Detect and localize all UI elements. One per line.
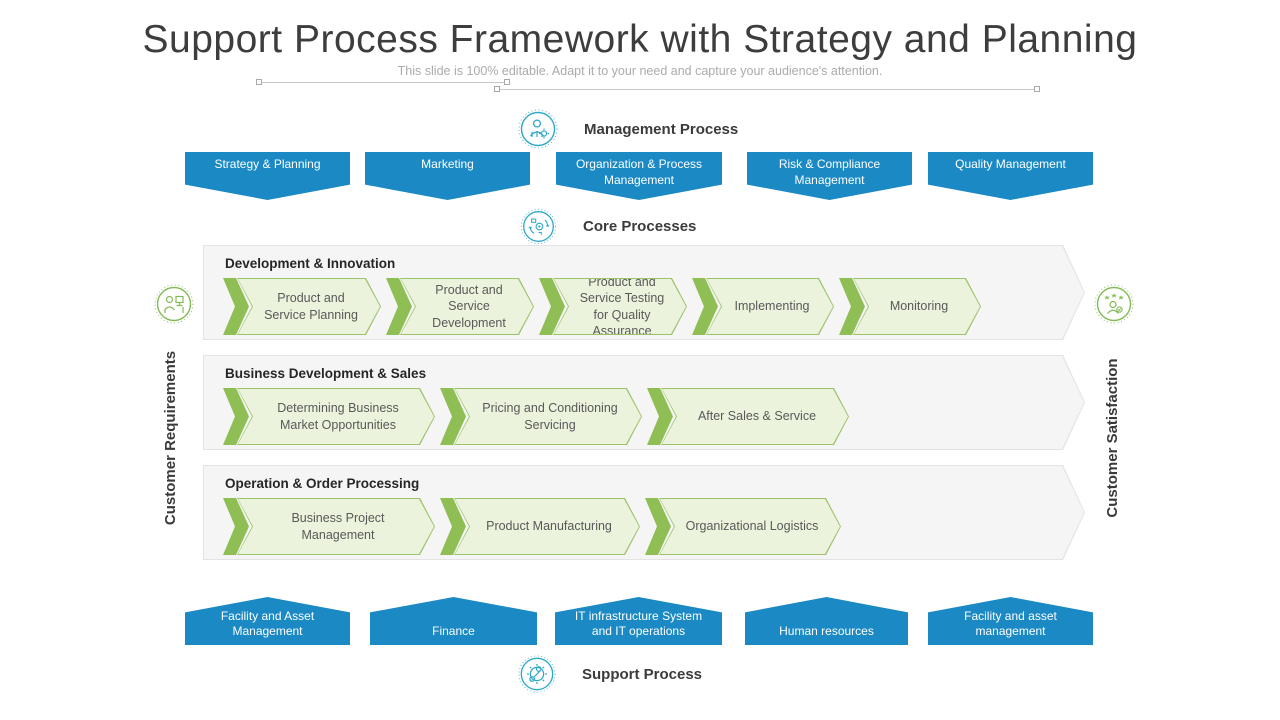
management-item-marketing[interactable]: Marketing (365, 152, 530, 200)
slide-subtitle[interactable]: This slide is 100% editable. Adapt it to… (397, 64, 883, 78)
customer-satisfaction-label[interactable]: Customer Satisfaction (1103, 358, 1121, 518)
core-processes-label: Core Processes (583, 218, 697, 235)
gear-wrench-icon (518, 655, 556, 693)
support-item-facility-asset-management[interactable]: Facility and Asset Management (185, 597, 350, 645)
step-product-manufacturing[interactable]: Product Manufacturing (440, 498, 640, 555)
step-product-service-testing[interactable]: Product and Service Testing for Quality … (539, 278, 687, 335)
support-item-facility-asset-management-2[interactable]: Facility and asset management (928, 597, 1093, 645)
band-development-innovation[interactable]: Development & Innovation Product and Ser… (203, 245, 1085, 340)
support-item-it-infrastructure[interactable]: IT infrastructure System and IT operatio… (555, 597, 722, 645)
band-title: Business Development & Sales (225, 366, 427, 381)
band-operation-order-processing[interactable]: Operation & Order Processing Business Pr… (203, 465, 1085, 560)
step-implementing[interactable]: Implementing (692, 278, 834, 335)
management-process-label: Management Process (584, 120, 739, 138)
selection-line[interactable] (259, 82, 507, 83)
step-organizational-logistics[interactable]: Organizational Logistics (645, 498, 841, 555)
step-product-service-development[interactable]: Product and Service Development (386, 278, 534, 335)
manager-icon (518, 109, 558, 149)
selection-handle[interactable] (1034, 86, 1040, 92)
selection-handle[interactable] (504, 79, 510, 85)
step-business-project-management[interactable]: Business Project Management (223, 498, 435, 555)
core-processes-header[interactable]: Core Processes (520, 208, 696, 245)
management-item-risk-compliance[interactable]: Risk & Compliance Management (747, 152, 912, 200)
management-item-quality[interactable]: Quality Management (928, 152, 1093, 200)
selection-handle[interactable] (494, 86, 500, 92)
process-cycle-icon (520, 208, 557, 245)
management-item-strategy-planning[interactable]: Strategy & Planning (185, 152, 350, 200)
management-process-header[interactable]: Management Process (518, 109, 738, 149)
band-business-development-sales[interactable]: Business Development & Sales Determining… (203, 355, 1085, 450)
step-product-service-planning[interactable]: Product and Service Planning (223, 278, 381, 335)
support-item-finance[interactable]: Finance (370, 597, 537, 645)
customer-satisfaction-icon (1094, 284, 1134, 324)
step-determining-business-market[interactable]: Determining Business Market Opportunitie… (223, 388, 435, 445)
support-process-label: Support Process (582, 665, 703, 683)
band-title: Development & Innovation (225, 256, 396, 271)
support-process-header[interactable]: Support Process (518, 655, 702, 693)
slide-title[interactable]: Support Process Framework with Strategy … (142, 18, 1138, 61)
step-pricing-conditioning[interactable]: Pricing and Conditioning Servicing (440, 388, 642, 445)
support-item-human-resources[interactable]: Human resources (745, 597, 908, 645)
selection-handle[interactable] (256, 79, 262, 85)
selection-line[interactable] (497, 89, 1037, 90)
customer-requirements-icon (154, 284, 194, 324)
band-title: Operation & Order Processing (225, 476, 420, 491)
customer-requirements-label[interactable]: Customer Requirements (161, 350, 179, 526)
management-item-organization-process[interactable]: Organization & Process Management (556, 152, 722, 200)
step-monitoring[interactable]: Monitoring (839, 278, 981, 335)
step-after-sales-service[interactable]: After Sales & Service (647, 388, 849, 445)
